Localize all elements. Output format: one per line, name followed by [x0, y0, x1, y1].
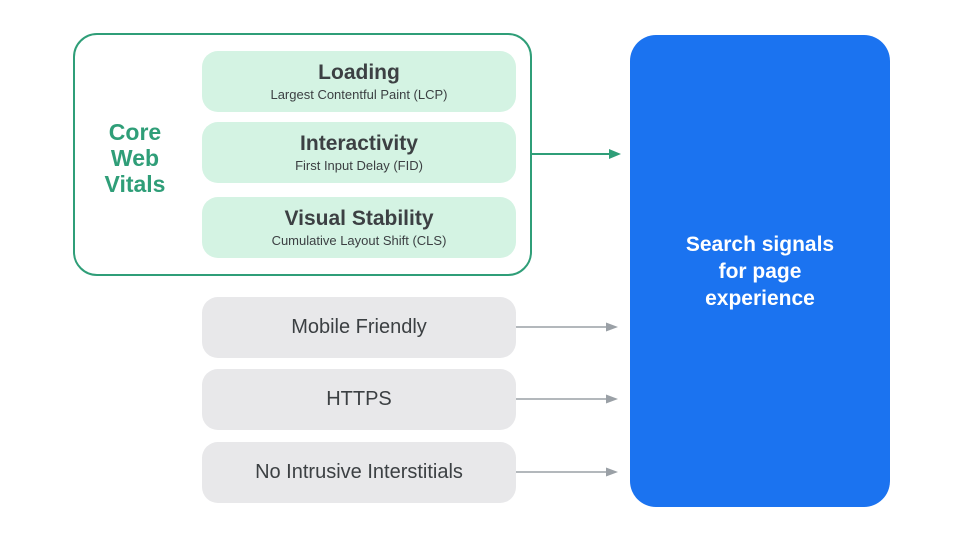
metric-title: Interactivity	[300, 132, 418, 155]
signal-label: No Intrusive Interstitials	[255, 461, 463, 483]
metric-subtitle: First Input Delay (FID)	[295, 158, 423, 173]
gray-right-arrow-icon	[516, 322, 618, 332]
green-right-arrow-icon	[530, 149, 621, 159]
metric-title: Loading	[318, 61, 400, 84]
search-signals-box: Search signals for page experience	[630, 35, 890, 507]
metric-subtitle: Cumulative Layout Shift (CLS)	[271, 233, 447, 248]
core-web-vitals-label: Core Web Vitals	[104, 119, 166, 197]
signal-label: Mobile Friendly	[291, 316, 427, 338]
metric-title: Visual Stability	[284, 207, 434, 230]
signal-card-no-intrusive-interstitials: No Intrusive Interstitials	[202, 442, 516, 503]
signal-label: HTTPS	[326, 388, 392, 410]
search-signals-label: Search signals for page experience	[685, 232, 835, 310]
metric-card-interactivity: Interactivity First Input Delay (FID)	[202, 122, 516, 183]
metric-card-visual-stability: Visual Stability Cumulative Layout Shift…	[202, 197, 516, 258]
signal-card-https: HTTPS	[202, 369, 516, 430]
metric-subtitle: Largest Contentful Paint (LCP)	[270, 87, 448, 102]
gray-right-arrow-icon	[516, 394, 618, 404]
metric-card-loading: Loading Largest Contentful Paint (LCP)	[202, 51, 516, 112]
gray-right-arrow-icon	[516, 467, 618, 477]
signal-card-mobile-friendly: Mobile Friendly	[202, 297, 516, 358]
